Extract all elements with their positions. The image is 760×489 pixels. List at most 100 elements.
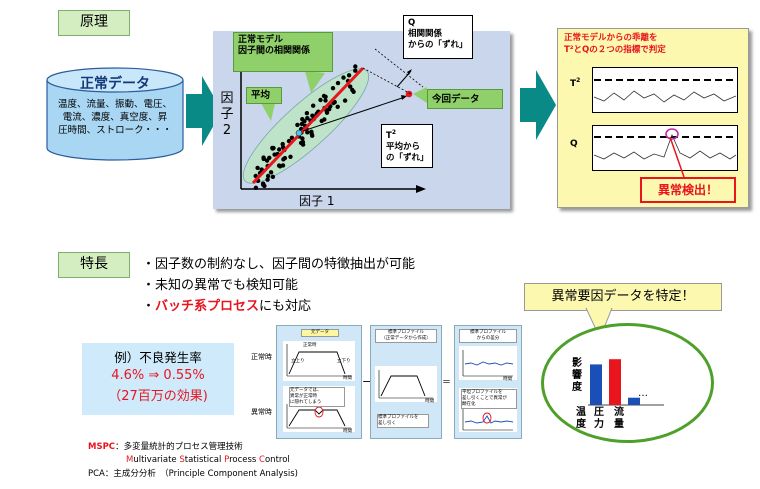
scatter-dot	[265, 173, 271, 179]
feature-bullet-2: ・未知の異常でも検知可能	[142, 278, 299, 293]
cylinder-shape	[46, 67, 184, 161]
diff-note-time: 時間	[503, 377, 512, 382]
y-axis-label: 因子 2	[220, 91, 234, 138]
feature-bullet-3: ・バッチ系プロセスにも対応	[142, 299, 312, 314]
scatter-dot	[265, 177, 270, 182]
factor-x-label-pressure: 圧 力	[594, 407, 604, 430]
feature-list: ・因子数の制約なし、因子間の特徴抽出が可能 ・未知の異常でも検知可能 ・バッチ系…	[142, 254, 415, 317]
scatter-dot	[348, 84, 353, 89]
difference-panel: 標準プロファイル からの差分 時間 平坦プロファイルを 差し引くことで異常が 顕…	[454, 325, 522, 439]
example-effect: （27百万の効果)	[108, 389, 208, 404]
scatter-dot	[300, 117, 305, 122]
scatter-dot	[267, 155, 272, 160]
standard-profile-graph	[375, 366, 437, 402]
scatter-dot	[270, 145, 275, 151]
scatter-dot	[310, 113, 315, 118]
mean-callout: 平均	[246, 87, 282, 104]
bubble-pointer	[585, 308, 613, 338]
standard-profile-panel: 標準プロファイル （正常データから作成） 時間 標準プロファイルを 差し引く	[370, 325, 442, 439]
scatter-dot	[335, 80, 341, 86]
scatter-dot	[253, 185, 259, 190]
factor-x-label-flow: 流 量	[614, 407, 624, 430]
t2-deviation-box: T2 平均から の「ずれ」	[381, 124, 433, 168]
factor-bar-chart	[588, 359, 664, 406]
scatter-dot	[335, 104, 340, 110]
example-title: 例）不良発生率	[114, 350, 202, 365]
normal-data-cylinder: 正常データ 温度、流量、振動、電圧、 電流、濃度、真空度、昇 圧時間、ストローク…	[46, 66, 184, 162]
factor-bar-0	[590, 364, 602, 405]
t2-chart	[592, 67, 738, 113]
alert-pointer	[669, 136, 685, 178]
factor-bar-2	[628, 397, 640, 405]
raw-note-fall: 立下り	[337, 359, 351, 364]
scatter-dot	[277, 147, 282, 152]
scatter-dot	[260, 181, 266, 187]
cylinder-title: 正常データ	[80, 76, 150, 92]
raw-note-normal: 正常時	[303, 343, 317, 348]
cylinder-line-1: 温度、流量、振動、電圧、	[57, 99, 172, 110]
arrow-right-icon	[520, 70, 556, 140]
raw-data-graphs	[283, 341, 355, 432]
q-chart	[592, 125, 738, 171]
scatter-dot	[342, 98, 348, 103]
factor-bubble: 異常要因データを特定！	[524, 283, 722, 311]
arrow-right-icon	[186, 76, 222, 146]
cylinder-line-2: 電流、濃度、真空度、昇	[62, 112, 168, 123]
principle-tag: 原理	[58, 10, 130, 36]
footnote-mspc: MSPC：多変量統計的プロセス管理技術	[88, 442, 243, 452]
scatter-dot	[300, 142, 306, 147]
scatter-dot	[330, 86, 336, 91]
raw-data-title: 元データ	[301, 329, 339, 337]
scatter-dot	[323, 98, 328, 103]
monitor-title: 正常モデルからの乖離を T²とQの２つの指標で判定	[564, 33, 666, 55]
scatter-dot	[268, 170, 274, 175]
scatter-dot	[341, 75, 346, 80]
scatter-dot	[276, 163, 282, 168]
scatter-dot	[305, 130, 310, 135]
scatter-dot	[318, 97, 323, 103]
example-box: 例）不良発生率 4.6% ⇒ 0.55% （27百万の効果)	[82, 343, 234, 415]
factor-x-label-temperature: 温 度	[576, 407, 586, 430]
scatter-dot	[270, 174, 276, 179]
normal-row-label: 正常時	[251, 353, 272, 361]
scatter-dot	[350, 87, 355, 93]
feature-bullet-1: ・因子数の制約なし、因子間の特徴抽出が可能	[142, 257, 416, 272]
std-note-time: 時間	[425, 399, 434, 404]
q-chart-label: Q	[570, 139, 578, 149]
scatter-dot	[346, 73, 352, 78]
footnote-mspc-english: Multivariate Statistical Process Control	[126, 455, 290, 465]
raw-note-time-2: 時間	[343, 429, 352, 434]
factor-bar-1	[609, 359, 621, 405]
scatter-plot	[237, 43, 427, 193]
scatter-dot	[300, 136, 305, 141]
standard-profile-title: 標準プロファイル （正常データから作成）	[375, 329, 437, 343]
x-axis-label: 因子 1	[299, 194, 335, 208]
footnote-pca: PCA：主成分分析 （Principle Component Analysis)	[88, 469, 298, 479]
scatter-dot	[310, 133, 315, 138]
scatter-dot	[353, 68, 358, 73]
raw-note-hidden: 元データでは、 異常が正常時 に隠れてしまう	[289, 387, 345, 407]
raw-data-panel: 元データ 正常時 立上り 立下り 時間 元データでは、 異常が正常時 に隠れてし…	[276, 325, 362, 439]
q-deviation-box: Q 相関関係 からの「ずれ」	[403, 15, 473, 59]
factor-oval	[541, 323, 714, 443]
scatter-dot	[311, 103, 316, 108]
scatter-dot	[272, 152, 277, 157]
scatter-dot	[280, 163, 286, 168]
scatter-dot	[295, 122, 300, 128]
model-callout: 正常モデル 因子間の相関関係	[233, 32, 333, 72]
factor-y-label: 影 響 度	[572, 358, 582, 393]
factor-ellipsis: …	[638, 388, 648, 399]
difference-title: 標準プロファイル からの差分	[459, 329, 517, 343]
scatter-dot	[304, 111, 310, 116]
equals-sign: ＝	[442, 378, 452, 388]
features-tag: 特長	[58, 252, 130, 278]
t2-chart-label: T2	[570, 77, 581, 89]
std-note-subtract: 標準プロファイルを 差し引く	[377, 414, 429, 428]
monitor-panel: 正常モデルからの乖離を T²とQの２つの指標で判定 T2 Q 異常検出！	[557, 28, 749, 208]
minus-sign: −	[362, 375, 372, 388]
raw-note-time: 時間	[343, 376, 352, 381]
anomaly-detected-alert: 異常検出！	[640, 177, 736, 203]
scatter-dot	[324, 110, 330, 115]
scatter-dot	[305, 116, 310, 121]
scatter-panel: 因子 2 因子 1 正常モデル 因子間の相関関係 平均 今回データ	[213, 31, 510, 209]
